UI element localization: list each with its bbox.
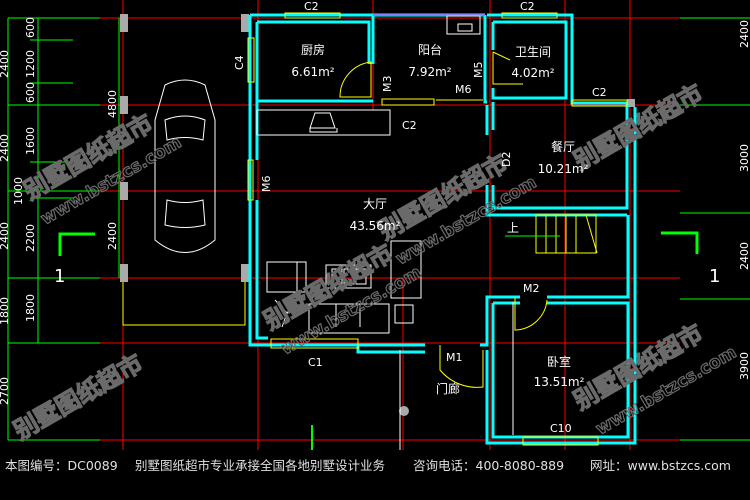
window-label: C10 — [550, 422, 572, 435]
watermark-brand: 别墅图纸超市 — [8, 349, 148, 446]
watermark-brand: 别墅图纸超市 — [568, 79, 708, 176]
door-label: M6 — [260, 176, 273, 193]
door-label: M3 — [381, 76, 394, 93]
dim-car: 4800 — [106, 90, 119, 118]
section-label-right: 1 — [709, 266, 720, 287]
room-area-kitchen: 6.61m² — [291, 65, 334, 79]
dim-left-inner: 2200 — [24, 224, 37, 252]
carport-outline — [122, 282, 246, 326]
room-area-balcony: 7.92m² — [408, 65, 451, 79]
dim-left-inner: 1200 — [24, 50, 37, 78]
room-name-balcony: 阳台 — [418, 42, 442, 57]
dim-left-outer: 2400 — [0, 50, 11, 78]
window-label: C4 — [233, 55, 246, 70]
footer-bar: 本图编号：DC0089 别墅图纸超市专业承接全国各地别墅设计业务 咨询电话：40… — [0, 451, 750, 473]
dim-right: 3000 — [738, 144, 750, 172]
door-label: M6 — [455, 83, 472, 96]
window-label: C2 — [304, 0, 319, 13]
window-label: C2 — [592, 86, 607, 99]
kitchen-counter — [256, 109, 391, 136]
window-label: C2 — [520, 0, 535, 13]
dim-left-outer: 2400 — [0, 134, 11, 162]
dim-left-inner: 1600 — [24, 127, 37, 155]
furniture — [256, 15, 481, 334]
stairs-up-label: 上 — [507, 221, 519, 235]
sofa — [308, 303, 390, 334]
side-sofa — [390, 240, 422, 299]
plant — [394, 304, 414, 324]
room-name-living: 大厅 — [363, 197, 387, 211]
dimension-lines — [7, 17, 750, 450]
dim-left-inner: 600 — [24, 17, 37, 38]
section-label-left: 1 — [54, 266, 65, 287]
window-label: C2 — [402, 119, 417, 132]
columns — [120, 14, 635, 416]
room-name-bedroom: 卧室 — [547, 354, 571, 369]
website-link[interactable]: 网址：www.bstzcs.com — [590, 458, 731, 473]
room-name-bathroom: 卫生间 — [515, 45, 551, 59]
windows-doors — [247, 12, 628, 446]
floor-plan-drawing: 1 1 2400 2400 2400 1800 2700 600 1200 60… — [0, 0, 750, 450]
car-icon — [154, 79, 216, 253]
phone: 咨询电话：400-8080-889 — [413, 458, 565, 473]
door-label: M2 — [523, 282, 540, 295]
dim-left-inner: 1000 — [12, 177, 25, 205]
dim-car: 2400 — [106, 222, 119, 250]
dim-left-outer: 2400 — [0, 222, 11, 250]
slogan: 别墅图纸超市专业承接全国各地别墅设计业务 — [135, 458, 386, 473]
room-area-living: 43.56m² — [350, 219, 401, 233]
door-label: M1 — [446, 351, 463, 364]
window-label: C1 — [308, 356, 323, 369]
dim-left-outer: 2700 — [0, 377, 11, 405]
dim-left-outer: 1800 — [0, 297, 11, 325]
dim-right: 2400 — [738, 20, 750, 48]
sink — [446, 15, 481, 35]
room-area-bedroom: 13.51m² — [534, 375, 585, 389]
dim-left-inner: 1800 — [24, 294, 37, 322]
dim-left-inner: 600 — [24, 82, 37, 103]
drawing-number: 本图编号：DC0089 — [5, 458, 118, 473]
armchair — [266, 261, 298, 293]
section-mark-right — [661, 231, 699, 254]
room-labels: 厨房 6.61m² 阳台 7.92m² 卫生间 4.02m² 餐厅 10.21m… — [291, 42, 588, 396]
coffee-table — [325, 264, 372, 289]
opening-labels: C2 C2 C2 C2 C4 M3 M5 M6 D2 M6 C1 M1 M2 C… — [233, 0, 607, 435]
ceiling-fan-icon — [274, 299, 301, 328]
room-name-dining: 餐厅 — [551, 139, 575, 154]
dim-right: 3900 — [738, 352, 750, 380]
room-area-bathroom: 4.02m² — [511, 66, 554, 80]
dimension-texts: 2400 2400 2400 1800 2700 600 1200 600 16… — [0, 17, 750, 405]
section-mark-left — [58, 232, 95, 256]
room-area-dining: 10.21m² — [538, 162, 589, 176]
door-label: D2 — [500, 152, 513, 167]
dim-right: 2400 — [738, 242, 750, 270]
room-name-kitchen: 厨房 — [301, 42, 325, 57]
door-label: M5 — [472, 62, 485, 79]
room-name-porch: 门廊 — [436, 381, 460, 396]
